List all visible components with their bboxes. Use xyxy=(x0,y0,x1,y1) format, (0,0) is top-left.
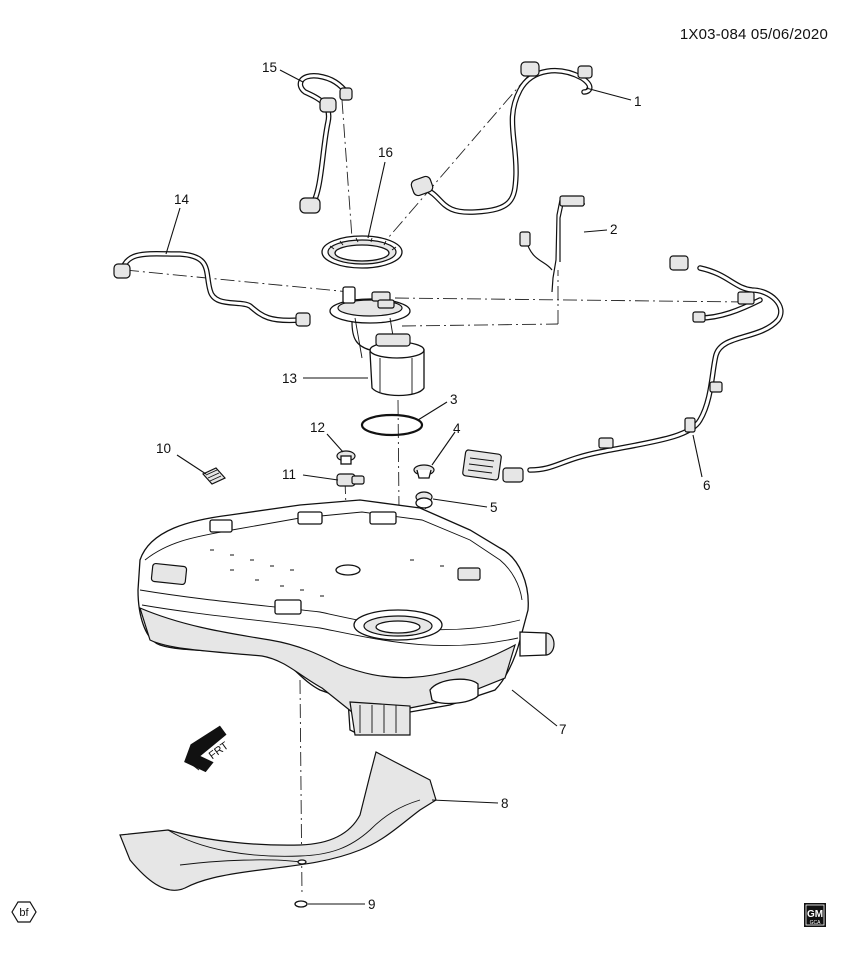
fuel-level-sender-harness[interactable] xyxy=(519,195,585,293)
callout-10: 10 xyxy=(156,441,171,456)
gm-logo-subtext: GCA xyxy=(810,920,822,926)
diagram-code-date: 1X03-084 05/06/2020 xyxy=(680,26,828,43)
alignment-lines xyxy=(124,75,745,896)
fuel-pump-lock-ring[interactable] xyxy=(321,235,403,269)
callout-1: 1 xyxy=(634,94,642,109)
bf-badge: bf xyxy=(11,901,37,923)
bf-badge-label: bf xyxy=(19,907,29,919)
callout-7: 7 xyxy=(559,722,567,737)
evap-vent-hose[interactable] xyxy=(297,73,353,214)
callout-4: 4 xyxy=(453,421,461,436)
front-direction-arrow: FRT xyxy=(184,725,231,773)
callout-2: 2 xyxy=(610,222,618,237)
callout-9: 9 xyxy=(368,897,376,912)
fuel-pump-module[interactable] xyxy=(329,286,425,397)
fuel-tank-heat-shield[interactable] xyxy=(119,751,437,891)
fuel-tank-wire-harness[interactable] xyxy=(462,255,784,483)
fuel-tank-vent-cap[interactable] xyxy=(336,450,356,465)
heat-shield-fastener[interactable] xyxy=(294,900,308,908)
callout-labels: 1 2 3 4 5 6 7 8 9 10 11 12 13 14 15 16 xyxy=(156,60,711,912)
fuel-tank-plug[interactable] xyxy=(413,464,435,479)
callout-5: 5 xyxy=(490,500,498,515)
fuel-feed-hose[interactable] xyxy=(410,61,593,215)
callout-12: 12 xyxy=(310,420,325,435)
hexagon-icon xyxy=(11,901,37,923)
callout-3: 3 xyxy=(450,392,458,407)
gm-logo: GM GCA xyxy=(804,903,826,927)
callout-6: 6 xyxy=(703,478,711,493)
fuel-tank-grommet[interactable] xyxy=(415,491,433,509)
callout-11: 11 xyxy=(282,467,296,482)
callout-13: 13 xyxy=(282,371,297,386)
callout-8: 8 xyxy=(501,796,509,811)
fuel-tank[interactable] xyxy=(137,499,555,736)
fuel-tank-vent-valve[interactable] xyxy=(336,473,365,487)
callout-16: 16 xyxy=(378,145,393,160)
fuel-tank-insulator-pad[interactable] xyxy=(202,467,226,485)
callout-15: 15 xyxy=(262,60,277,75)
fuel-vapor-hose[interactable] xyxy=(113,250,311,327)
callout-leaders xyxy=(165,69,703,905)
callout-14: 14 xyxy=(174,192,190,207)
fuel-pump-seal[interactable] xyxy=(360,413,424,437)
gm-logo-text: GM xyxy=(807,909,823,920)
